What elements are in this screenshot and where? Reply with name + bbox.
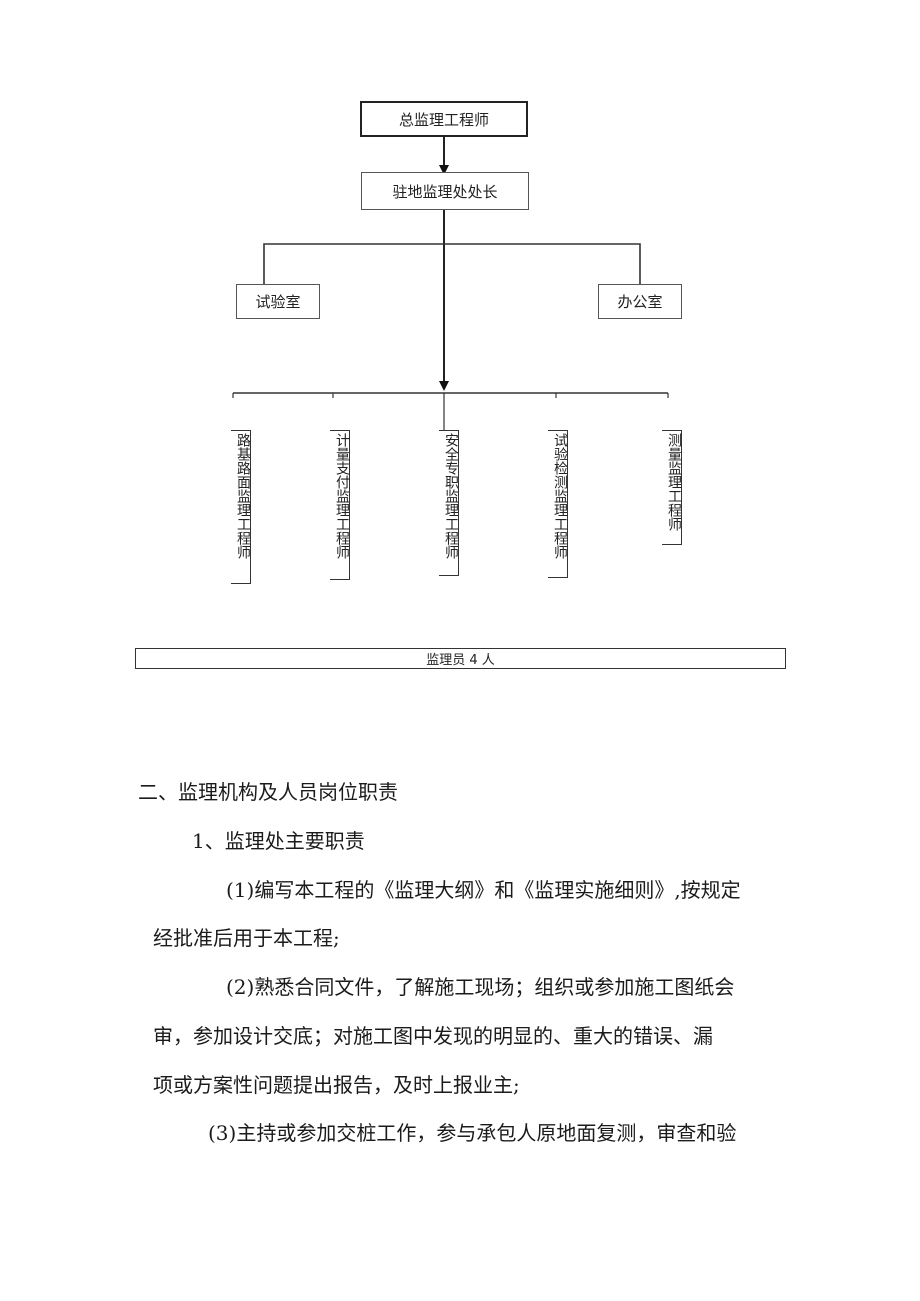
chief-engineer-label: 总监理工程师: [398, 110, 489, 129]
staff-label: 监理员 4 人: [426, 653, 495, 668]
item3-line1: (3)主持或参加交桩工作，参与承包人原地面复测，审查和验: [208, 1121, 737, 1145]
item2-line2: 审，参加设计交底；对施工图中发现的明显的、重大的错误、漏: [153, 1024, 713, 1048]
org-chart-connectors: [232, 136, 669, 430]
engineer-survey: 测量监理工程师: [662, 430, 682, 545]
lab-label: 试验室: [255, 293, 301, 311]
resident-director-box: 驻地监理处处长: [361, 172, 529, 210]
item2-line3: 项或方案性问题提出报告，及时上报业主;: [153, 1073, 520, 1097]
staff-bar: 监理员 4 人: [135, 648, 786, 669]
lab-box: 试验室: [236, 284, 320, 319]
engineer-testing: 试验检测监理工程师: [548, 430, 568, 578]
engineer-safety: 安全专职监理工程师: [439, 430, 459, 576]
item1-line2: 经批准后用于本工程;: [153, 926, 340, 950]
engineer-roadbed: 路基路面监理工程师: [231, 430, 251, 584]
section-heading: 二、监理机构及人员岗位职责: [138, 780, 398, 804]
item1-line1: (1)编写本工程的《监理大纲》和《监理实施细则》,按规定: [226, 878, 741, 902]
subsection-heading: 1、监理处主要职责: [192, 829, 365, 853]
office-label: 办公室: [617, 293, 663, 311]
office-box: 办公室: [598, 284, 682, 319]
engineer-metering: 计量支付监理工程师: [330, 430, 350, 580]
connector-offices: [263, 243, 641, 284]
chief-engineer-box: 总监理工程师: [360, 101, 528, 137]
resident-director-label: 驻地监理处处长: [392, 182, 498, 201]
item2-line1: (2)熟悉合同文件，了解施工现场；组织或参加施工图纸会: [226, 975, 735, 999]
